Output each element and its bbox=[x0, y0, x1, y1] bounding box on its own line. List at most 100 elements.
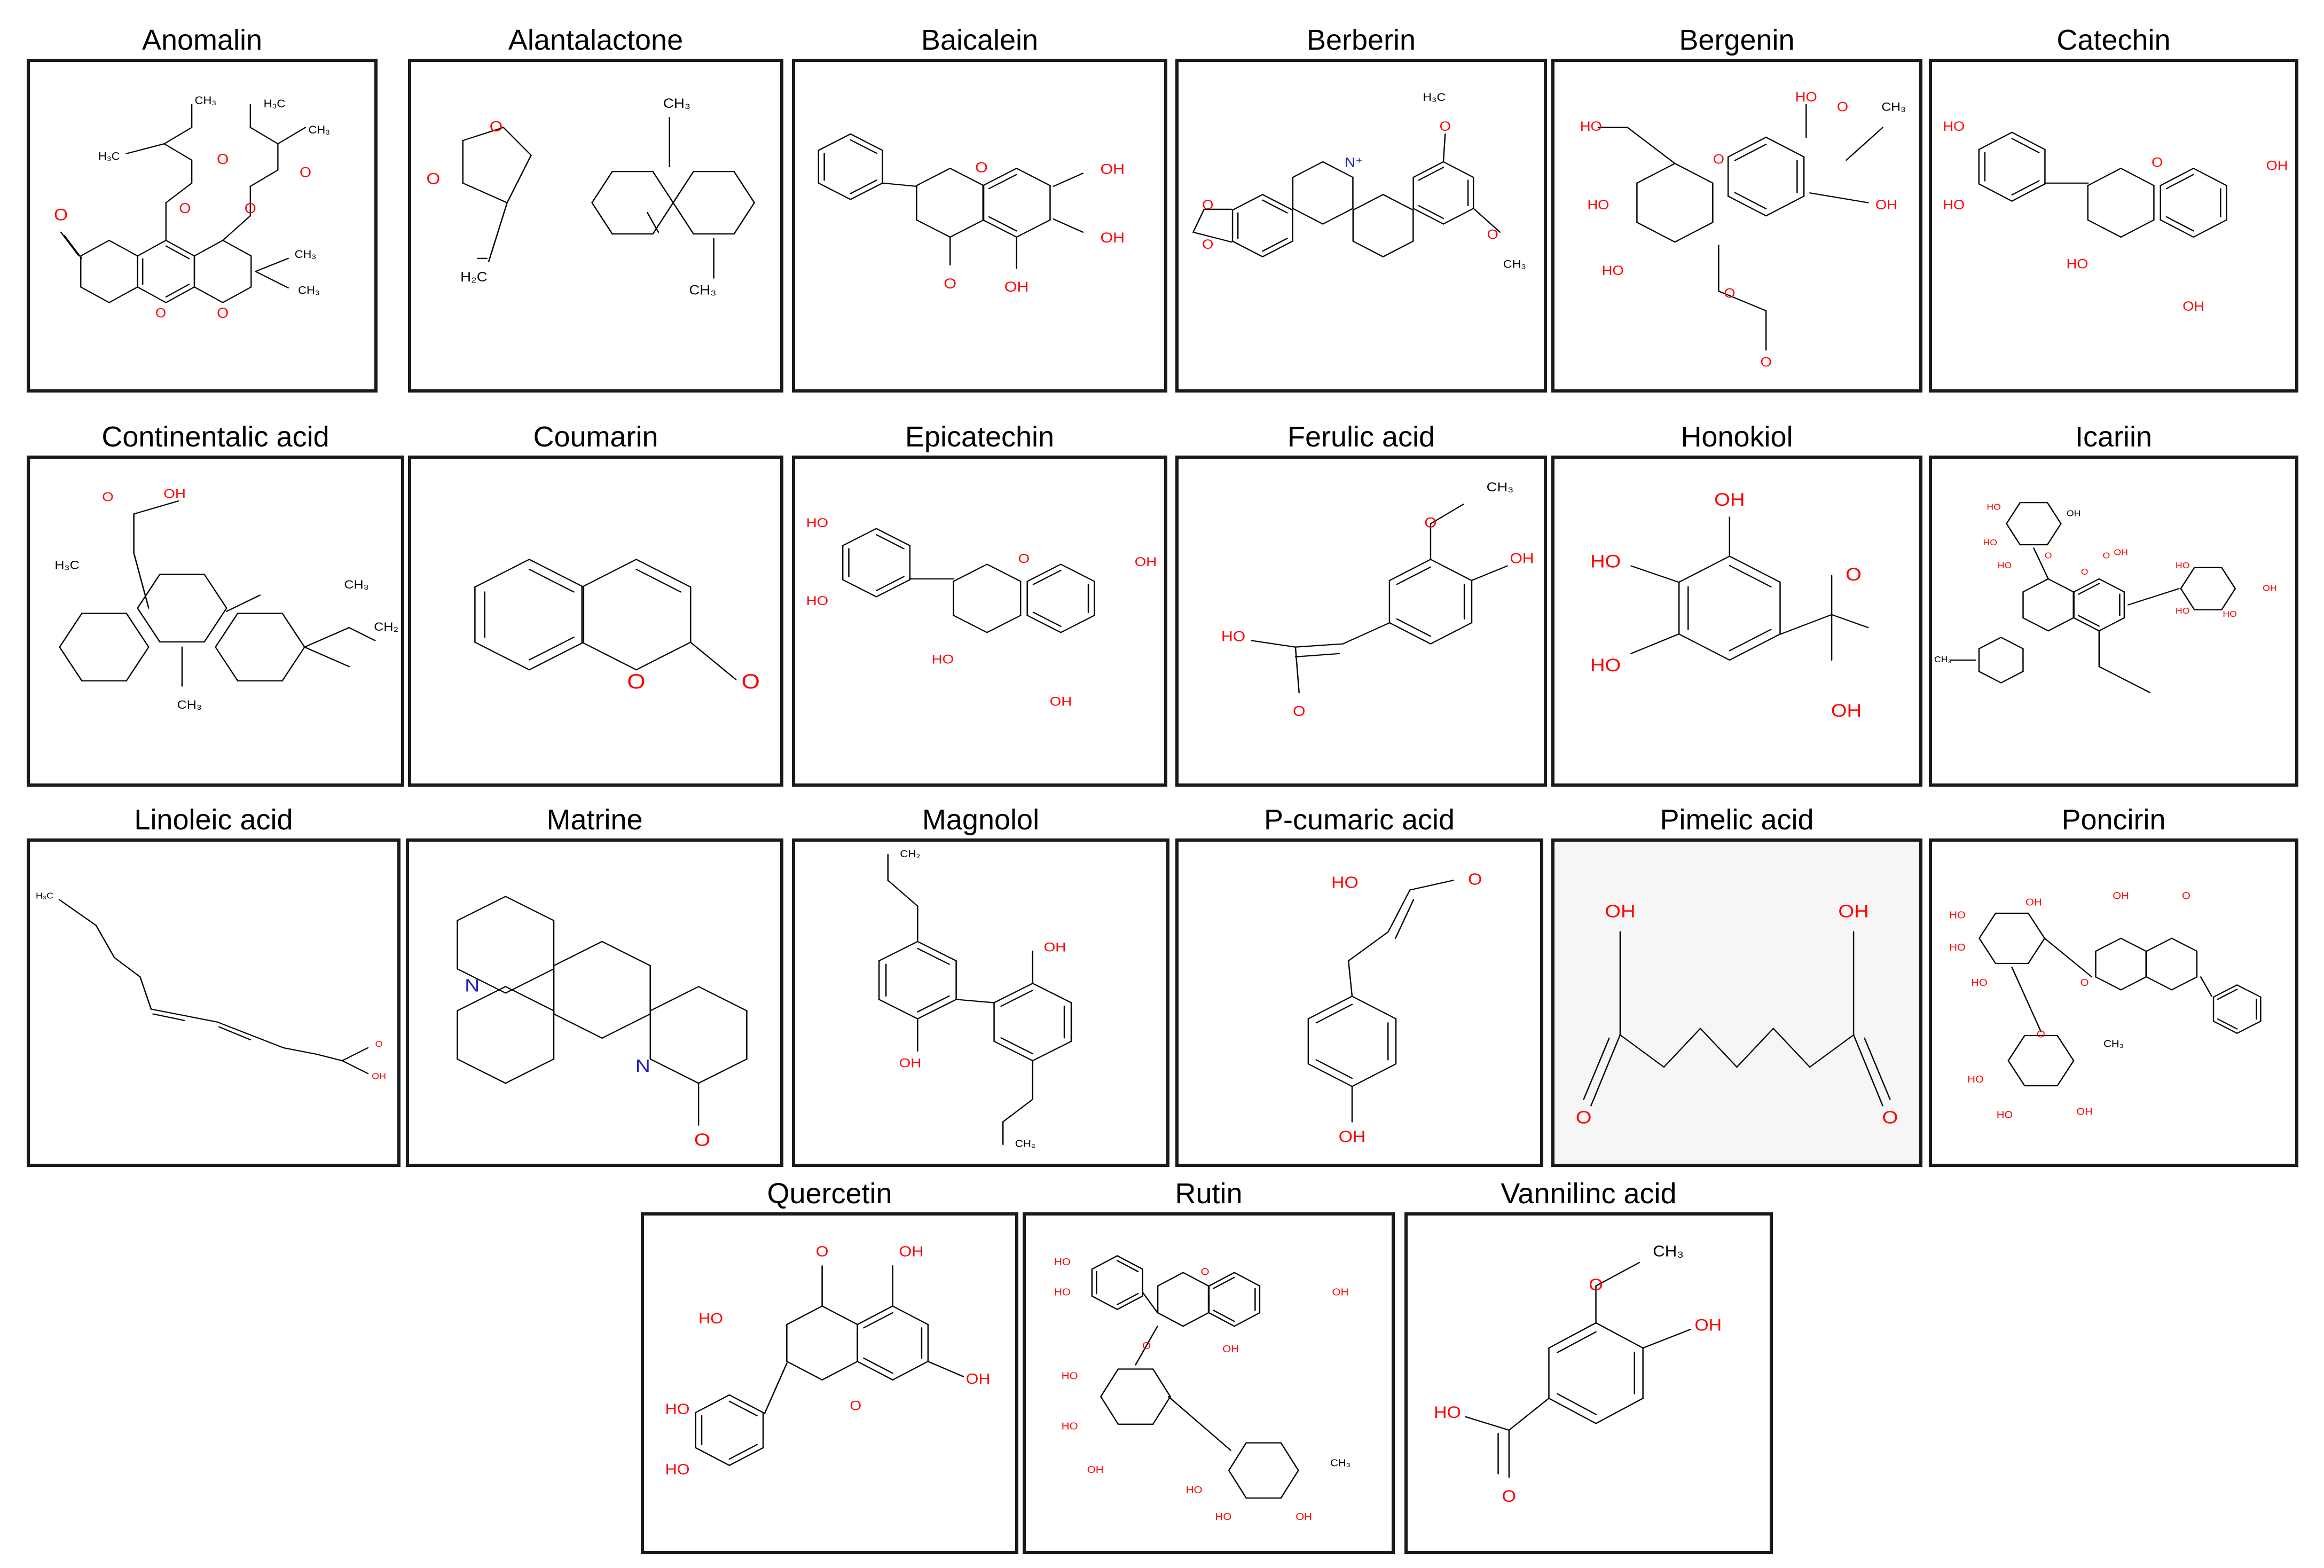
atom-label: O bbox=[2103, 551, 2110, 560]
atom-label: OH bbox=[2114, 547, 2128, 557]
bond-line bbox=[505, 1058, 555, 1084]
bond-line bbox=[80, 239, 110, 257]
bond-line bbox=[1182, 1272, 1210, 1287]
bond-line bbox=[163, 127, 193, 145]
bond-line bbox=[1262, 240, 1293, 257]
bond-line bbox=[2007, 1034, 2025, 1062]
bond-line bbox=[1016, 219, 1051, 238]
atom-label: O bbox=[944, 276, 956, 292]
bond-line bbox=[1409, 880, 1454, 891]
bond-line bbox=[1412, 161, 1444, 178]
double-bond-line bbox=[165, 245, 190, 260]
double-bond-line bbox=[2165, 216, 2194, 232]
bond-line bbox=[2073, 578, 2100, 593]
bond-line bbox=[2095, 976, 2122, 991]
atom-label: HO bbox=[2176, 561, 2190, 570]
bond-line bbox=[1307, 995, 1353, 1020]
atom-label: O bbox=[1487, 227, 1498, 242]
double-bond-line bbox=[1734, 144, 1767, 161]
bond-line bbox=[1978, 937, 1997, 964]
bond-line bbox=[2095, 937, 2122, 952]
double-bond-line bbox=[917, 947, 950, 965]
atom-label: OH bbox=[1694, 1315, 1722, 1335]
bond-line bbox=[341, 1060, 369, 1075]
bond-line bbox=[2006, 523, 2021, 546]
atom-label: HO bbox=[698, 1311, 723, 1327]
bond-line bbox=[150, 1008, 185, 1016]
bond-line bbox=[581, 559, 637, 588]
bond-line bbox=[2022, 617, 2049, 632]
compound-name: Coumarin bbox=[533, 421, 658, 453]
bond-line bbox=[1192, 231, 1232, 243]
bond-line bbox=[137, 574, 161, 609]
bond-line bbox=[2056, 1034, 2075, 1062]
bond-line bbox=[1846, 127, 1883, 161]
atom-label: N bbox=[465, 975, 480, 995]
bond-line bbox=[1595, 1322, 1644, 1349]
bond-line bbox=[1630, 633, 1679, 654]
atom-label: H₃C bbox=[54, 559, 79, 571]
double-bond-line bbox=[1557, 1393, 1597, 1415]
bond-line bbox=[2193, 168, 2227, 186]
atom-label: OH bbox=[2113, 891, 2129, 901]
bond-line bbox=[986, 615, 1022, 633]
atom-label: OH bbox=[1875, 198, 1897, 212]
bond-line bbox=[649, 986, 700, 1012]
bond-line bbox=[139, 976, 152, 1010]
bond-line bbox=[553, 1013, 603, 1039]
double-bond-line bbox=[1557, 1331, 1597, 1353]
bond-line bbox=[1016, 168, 1051, 186]
bond-line bbox=[133, 552, 150, 609]
atom-label: HO bbox=[665, 1462, 690, 1478]
atom-label: HO bbox=[1795, 90, 1817, 104]
atom-label: HO bbox=[932, 652, 954, 667]
bond-line bbox=[281, 613, 305, 648]
bond-line bbox=[249, 127, 279, 145]
atom-label: O bbox=[2080, 978, 2089, 989]
double-bond-line bbox=[875, 534, 905, 550]
compound-name: Bergenin bbox=[1679, 24, 1795, 56]
double-bond-line bbox=[635, 568, 682, 593]
double-bond-line bbox=[1294, 653, 1340, 657]
bond-line bbox=[728, 1447, 764, 1466]
bond-line bbox=[216, 1021, 252, 1036]
bond-line bbox=[505, 968, 555, 994]
bond-line bbox=[193, 286, 224, 303]
atom-label: HO bbox=[1186, 1485, 1203, 1496]
atom-label: O bbox=[1202, 237, 1213, 252]
bond-line bbox=[1292, 208, 1324, 225]
atom-label: OH bbox=[1100, 161, 1125, 177]
double-bond-line bbox=[1583, 1037, 1610, 1100]
atom-label: OH bbox=[1044, 939, 1066, 954]
double-bond-line bbox=[1418, 167, 1444, 181]
bond-line bbox=[1430, 622, 1473, 645]
bond-line bbox=[2056, 1060, 2075, 1087]
atom-label: CH₃ bbox=[177, 698, 202, 711]
bond-line bbox=[878, 999, 918, 1020]
bond-line bbox=[1234, 1272, 1261, 1287]
bond-line bbox=[203, 574, 227, 609]
bond-line bbox=[892, 1361, 929, 1381]
bond-line bbox=[1699, 1028, 1738, 1068]
bond-line bbox=[821, 1305, 859, 1326]
bond-line bbox=[949, 219, 985, 238]
bond-line bbox=[249, 169, 279, 187]
double-bond-line bbox=[1396, 566, 1432, 585]
bond-line bbox=[1412, 208, 1444, 225]
bond-line bbox=[1382, 240, 1414, 257]
bond-line bbox=[1167, 1395, 1231, 1451]
bond-line bbox=[635, 641, 692, 671]
atom-label: OH bbox=[1087, 1464, 1104, 1476]
bond-line bbox=[2180, 567, 2195, 590]
double-bond-line bbox=[152, 1013, 185, 1021]
atom-label: O bbox=[1882, 1107, 1898, 1127]
bond-line bbox=[2171, 937, 2198, 952]
